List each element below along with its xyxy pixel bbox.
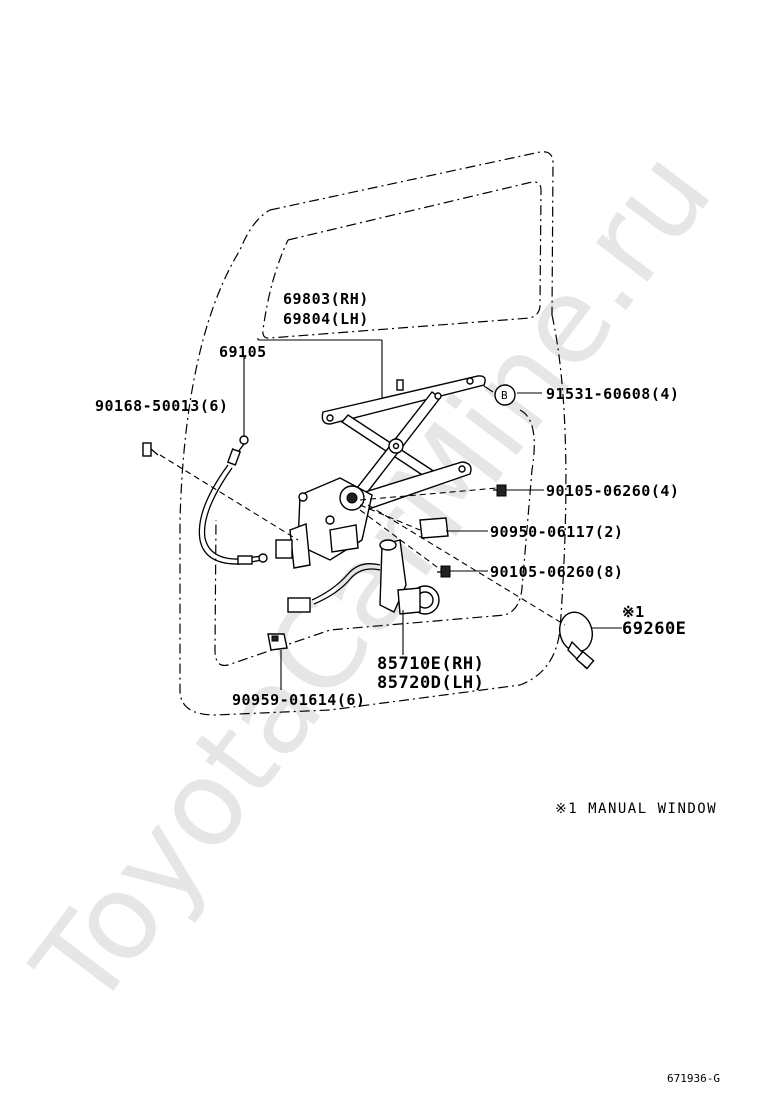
label-clip: 90959-01614(6) [232,691,365,709]
label-cable: 69105 [219,343,267,361]
callout-b-circle [494,384,516,406]
window-motor [287,539,440,615]
bolt-90168-icon [142,442,159,457]
window-handle-icon [559,611,595,670]
leader-lines [159,338,622,690]
label-handle-marker: ※1 [622,603,645,621]
label-handle: 69260E [622,619,686,639]
watermark: ToyotaCarMine.ru [7,126,738,1033]
label-bolt-upper: 90105-06260(4) [546,482,679,500]
callout-b-letter: B [501,389,508,402]
label-bolt-b: 91531-60608(4) [546,385,679,403]
window-regulator [275,375,486,569]
footnote-manual-window: ※1 MANUAL WINDOW [555,801,717,817]
figure-code: 671936-G [667,1072,720,1085]
part-labels: 69803(RH) 69804(LH) 69105 90168-50013(6)… [95,290,686,709]
label-regulator-rh: 69803(RH) [283,290,369,308]
label-motor-lh: 85720D(LH) [377,673,484,693]
label-regulator-lh: 69804(LH) [283,310,369,328]
clip-icon [267,633,288,651]
regulator-cable [198,435,268,565]
label-motor-rh: 85710E(RH) [377,654,484,674]
door-outline [179,151,567,716]
small-fasteners [142,442,595,670]
pad-icon [419,517,449,539]
label-bolt-left: 90168-50013(6) [95,397,228,415]
label-bolt-lower: 90105-06260(8) [490,563,623,581]
label-pad: 90950-06117(2) [490,523,623,541]
